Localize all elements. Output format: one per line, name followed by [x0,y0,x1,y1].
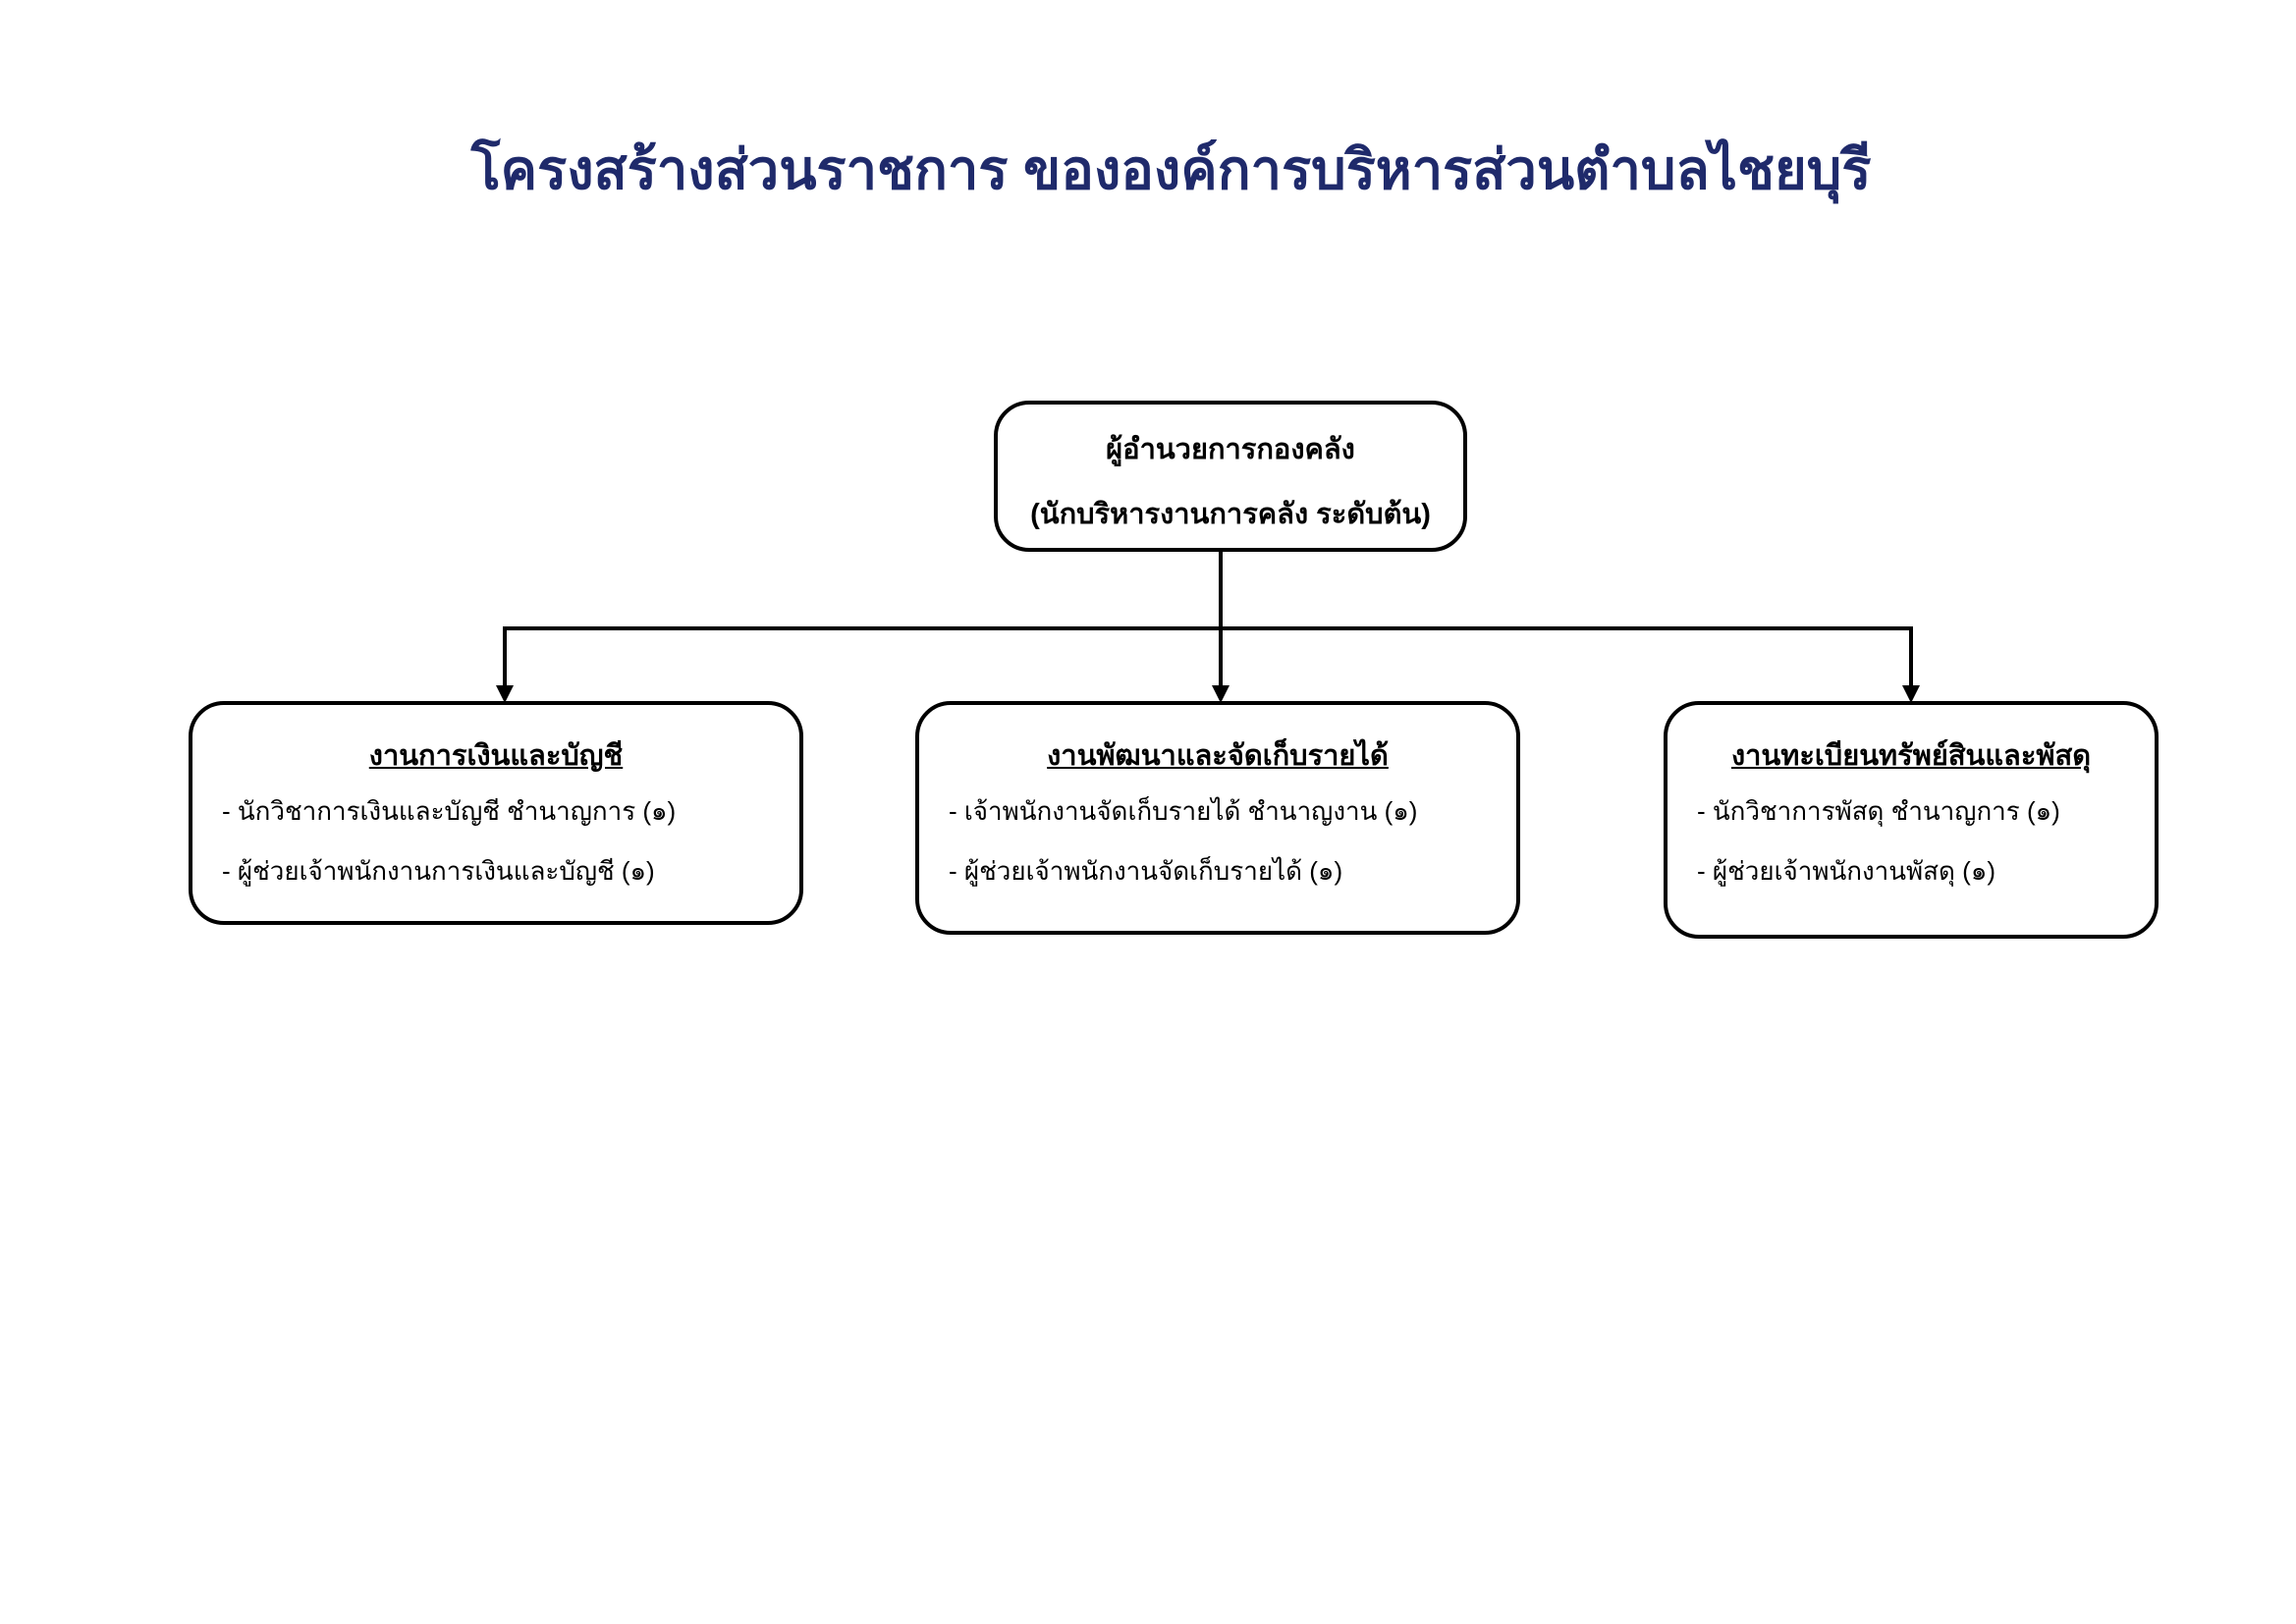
unit-item: - ผู้ช่วยเจ้าพนักงานการเงินและบัญชี (๑) [222,856,655,886]
unit-title: งานทะเบียนทรัพย์สินและพัสดุ [1730,740,2092,772]
unit-title: งานพัฒนาและจัดเก็บรายได้ [1047,740,1389,772]
unit-item: - เจ้าพนักงานจัดเก็บรายได้ ชำนาญงาน (๑) [949,796,1418,826]
unit-title: งานการเงินและบัญชี [368,740,624,772]
director-position: (นักบริหารงานการคลัง ระดับต้น) [1030,499,1431,530]
director-box: ผู้อำนวยการกองคลัง (นักบริหารงานการคลัง … [994,401,1467,552]
director-title: ผู้อำนวยการกองคลัง [1106,434,1355,465]
unit-item: - ผู้ช่วยเจ้าพนักงานพัสดุ (๑) [1697,856,1995,886]
unit-item: - ผู้ช่วยเจ้าพนักงานจัดเก็บรายได้ (๑) [949,856,1343,886]
arrow-head-2 [1212,685,1230,703]
unit-item: - นักวิชาการเงินและบัญชี ชำนาญการ (๑) [222,796,677,826]
arrow-head-3 [1902,685,1920,703]
unit-item: - นักวิชาการพัสดุ ชำนาญการ (๑) [1697,796,2060,826]
unit-box-supplies: งานทะเบียนทรัพย์สินและพัสดุ - นักวิชาการ… [1664,701,2159,939]
unit-box-revenue: งานพัฒนาและจัดเก็บรายได้ - เจ้าพนักงานจั… [915,701,1520,935]
arrow-head-1 [496,685,514,703]
unit-box-finance: งานการเงินและบัญชี - นักวิชาการเงินและบั… [189,701,803,925]
page-title: โครงสร้างส่วนราชการ ขององค์การบริหารส่วน… [470,138,1872,200]
